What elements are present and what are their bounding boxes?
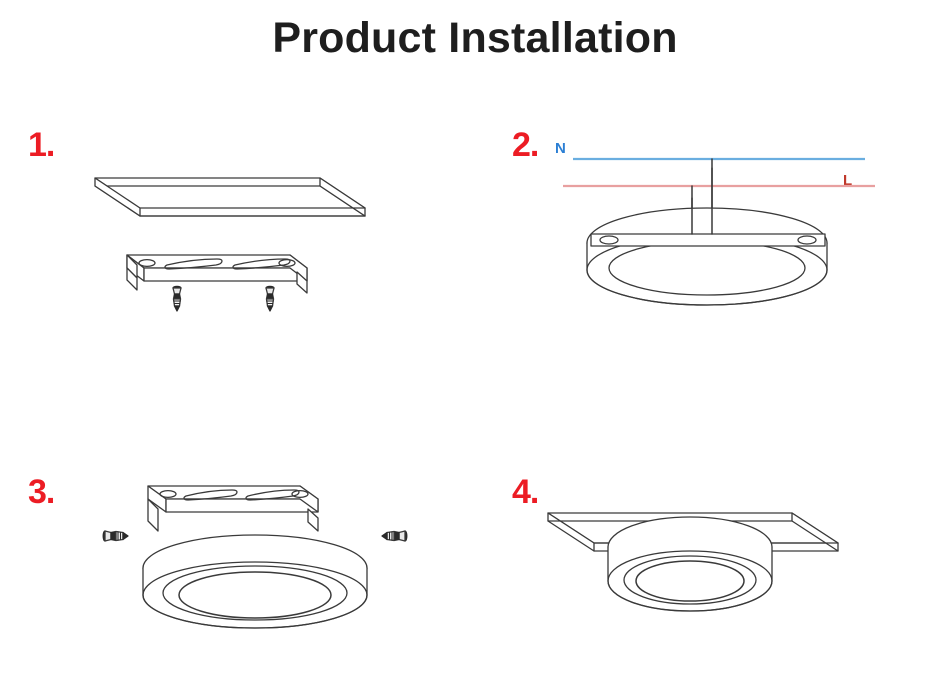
screw-left: [172, 285, 182, 312]
step-1-container: 1.: [0, 110, 475, 340]
mounting-bracket: [147, 485, 319, 532]
screw-right: [265, 285, 275, 312]
step-3-illustration: [90, 473, 420, 663]
mounting-bracket: [126, 254, 308, 294]
screw-right: [381, 530, 408, 542]
step-2-drawing: [563, 157, 875, 306]
step-4-number: 4.: [512, 473, 539, 511]
screw-left: [102, 530, 129, 542]
live-wire-label: L: [843, 172, 853, 189]
step-1-illustration: [85, 160, 385, 320]
step-2-illustration: [525, 138, 915, 328]
step-3-container: 3.: [0, 455, 475, 685]
light-fixture: [607, 516, 773, 612]
step-4-container: 4.: [475, 455, 950, 685]
mounting-bracket: [590, 233, 826, 247]
step-3-drawing: [102, 485, 408, 629]
page-title: Product Installation: [272, 14, 678, 62]
light-fixture: [586, 207, 828, 306]
light-fixture: [142, 534, 368, 629]
step-1-number: 1.: [28, 126, 55, 164]
neutral-wire-label: N: [555, 140, 566, 157]
step-1-drawing: [94, 177, 366, 312]
ceiling-plate: [94, 177, 366, 217]
step-3-number: 3.: [28, 473, 55, 511]
step-2-number: 2.: [512, 126, 539, 164]
step-4-illustration: [530, 495, 890, 675]
step-2-container: 2. N L: [475, 110, 950, 340]
step-4-drawing: [547, 512, 839, 612]
